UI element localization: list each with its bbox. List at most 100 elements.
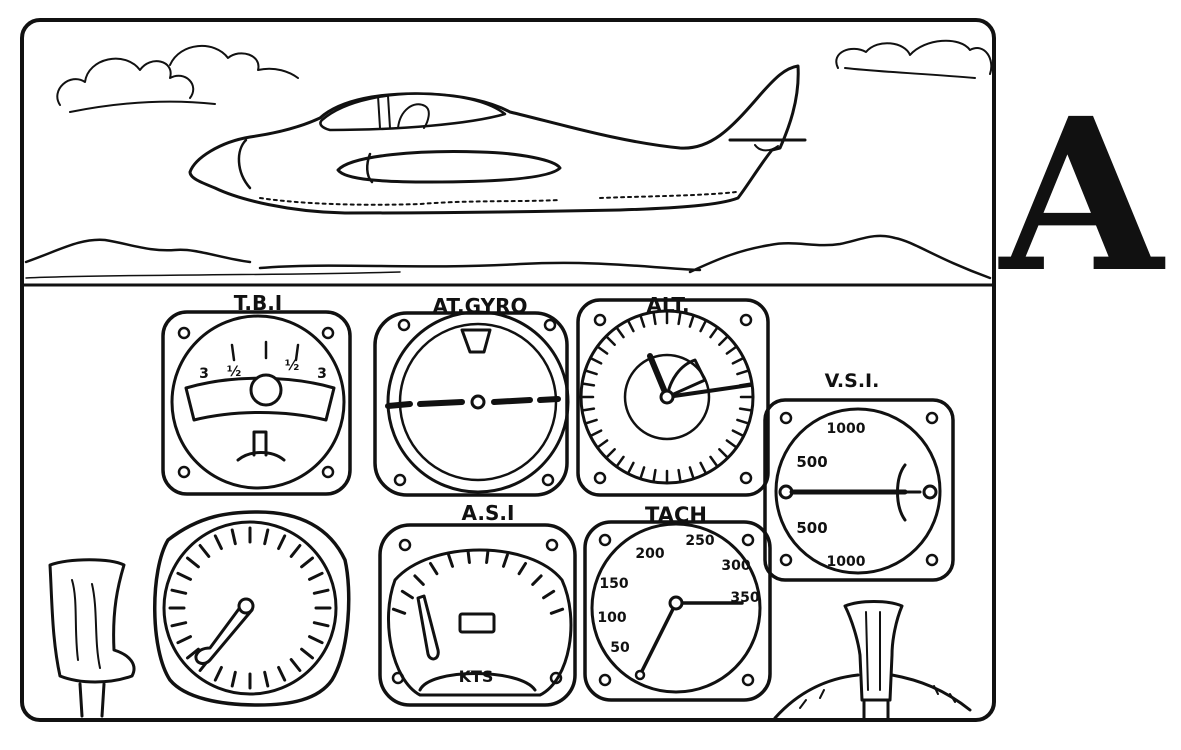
asi-instrument: A.S.I KTS [378, 501, 577, 707]
dial-tick [677, 468, 682, 484]
tbi-ball-tube [184, 376, 336, 422]
dial-tick [230, 670, 237, 688]
dial-tick [699, 461, 708, 475]
attitude-gyro-instrument: AT.GYRO [373, 294, 570, 497]
panel-letter: A [1000, 72, 1163, 319]
tbi-mark-1: 3 [199, 366, 209, 382]
vsi-instrument: V.S.I. 1000 500 500 1000 [763, 370, 955, 582]
attitude-gyro-index [460, 328, 492, 354]
tbi-case [161, 310, 352, 496]
clock-gauge-instrument [153, 510, 351, 707]
dial-tick [300, 647, 314, 660]
dial-tick [213, 666, 223, 682]
dial-tick [198, 544, 211, 558]
dial-tick [485, 549, 490, 564]
dial-tick [289, 658, 302, 672]
dial-tick [677, 310, 682, 326]
dial-tick [466, 549, 471, 564]
dial-tick [230, 528, 237, 546]
mountain-range [24, 234, 992, 280]
dial-tick [186, 556, 200, 569]
dial-tick [580, 382, 596, 387]
dial-tick [583, 369, 598, 376]
attitude-gyro-horizon-bar [385, 396, 561, 409]
dial-tick [263, 670, 270, 688]
dial-tick [176, 635, 192, 645]
dial-tick [736, 418, 751, 425]
dial-tick [170, 621, 188, 628]
dial-tick [583, 418, 598, 425]
vsi-case [763, 398, 955, 582]
vsi-dial [774, 407, 942, 575]
asi-unit: KTS [459, 667, 494, 686]
tach-scale-300: 300 [721, 558, 750, 574]
altimeter-long-hand [665, 383, 752, 399]
dial-tick [738, 407, 754, 412]
tbi-dial [170, 314, 346, 490]
throttle-lever [48, 558, 136, 718]
clock-gauge-needle [194, 600, 254, 665]
tach-scale-50: 50 [610, 640, 630, 656]
vsi-scale-1000-down: 1000 [827, 554, 866, 570]
tach-scale-250: 250 [685, 533, 714, 549]
dial-tick [312, 621, 330, 628]
dial-tick [731, 429, 745, 438]
dial-tick [589, 356, 603, 365]
dial-tick [300, 556, 314, 569]
altimeter-instrument: ALT. [576, 293, 770, 497]
dial-tick [639, 466, 646, 481]
dial-tick [725, 345, 738, 355]
dial-tick [312, 588, 330, 595]
clock-gauge-case [153, 510, 351, 707]
tach-dial [590, 522, 762, 694]
dial-tick [688, 466, 695, 481]
tach-case [583, 520, 772, 702]
dial-tick [277, 534, 287, 550]
altimeter-case [576, 298, 770, 497]
dial-tick [709, 455, 719, 468]
dial-tick [699, 319, 708, 333]
dial-tick [531, 574, 543, 586]
dial-tick [176, 571, 192, 581]
asi-label: A.S.I [462, 501, 515, 525]
dial-tick [639, 313, 646, 328]
dial-tick [517, 562, 527, 576]
attitude-gyro-dial [386, 310, 570, 494]
dial-tick [596, 345, 609, 355]
asi-case [378, 523, 577, 707]
dial-tick [447, 553, 454, 568]
asi-ticks [391, 549, 565, 615]
dial-tick [400, 589, 414, 600]
dial-tick [718, 448, 730, 460]
dial-tick [736, 369, 751, 376]
dial-tick [542, 589, 556, 600]
dial-tick [289, 544, 302, 558]
tbi-mark-4: 3 [317, 366, 327, 382]
dial-tick [213, 534, 223, 550]
vsi-label: V.S.I. [825, 370, 880, 392]
altimeter-ticks [579, 309, 755, 485]
tbi-mark-2: ½ [227, 364, 242, 380]
dial-tick [718, 334, 730, 346]
dial-tick [604, 448, 616, 460]
asi-needle [416, 594, 440, 661]
cloud-right [835, 39, 993, 79]
dial-tick [615, 455, 625, 468]
asi-window [458, 612, 496, 634]
dial-tick [413, 574, 425, 586]
vsi-scale-1000-up: 1000 [827, 421, 866, 437]
dial-tick [589, 429, 603, 438]
dial-tick [596, 439, 609, 449]
clock-gauge-dial [162, 520, 338, 696]
tach-needle-b [638, 601, 678, 677]
dial-tick [502, 553, 509, 568]
vsi-scale-500-down: 500 [796, 519, 827, 537]
dial-tick [580, 407, 596, 412]
dial-tick [391, 607, 407, 615]
vsi-scale-500-up: 500 [796, 453, 827, 471]
tbi-ball [249, 373, 283, 407]
dial-tick [429, 562, 439, 576]
dial-tick [549, 607, 565, 615]
dial-tick [652, 468, 657, 484]
